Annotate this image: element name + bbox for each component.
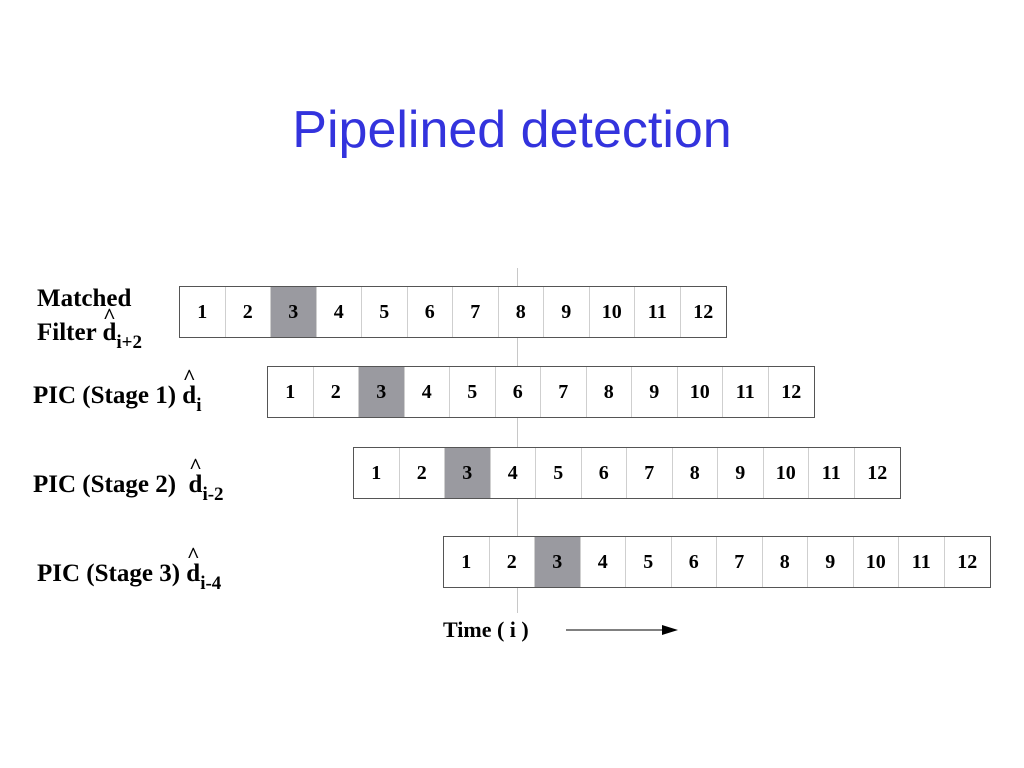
timeline-cell: 1 xyxy=(354,448,400,498)
timeline-cell: 8 xyxy=(587,367,632,417)
timeline-cell: 3 xyxy=(359,367,405,417)
slide-title: Pipelined detection xyxy=(292,101,732,159)
timeline-cell: 10 xyxy=(764,448,809,498)
timeline-cell: 8 xyxy=(499,287,544,337)
timeline-cell: 9 xyxy=(718,448,764,498)
timeline-cell: 2 xyxy=(400,448,445,498)
timeline-cell: 5 xyxy=(536,448,582,498)
timeline-cell: 7 xyxy=(541,367,587,417)
timeline-cell: 6 xyxy=(672,537,717,587)
timeline-cell: 1 xyxy=(268,367,314,417)
timeline-cell: 3 xyxy=(271,287,317,337)
d-hat-symbol: ^d xyxy=(102,303,117,346)
row-label-pic-stage-2: PIC (Stage 2) ^di-2 xyxy=(33,453,224,505)
timeline-cell: 11 xyxy=(723,367,769,417)
timeline-cell: 9 xyxy=(632,367,678,417)
timeline-cell: 5 xyxy=(362,287,408,337)
timeline-cell: 11 xyxy=(809,448,855,498)
timeline-cell: 7 xyxy=(627,448,673,498)
row-label-line2: Filter xyxy=(37,319,103,346)
d-hat-symbol: ^d xyxy=(186,542,201,587)
timeline-cell: 12 xyxy=(957,550,978,573)
row-label-pic-stage-3: PIC (Stage 3) ^di-4 xyxy=(37,542,222,594)
time-axis-label: Time ( i ) xyxy=(443,617,529,642)
timeline-cell: 12 xyxy=(781,380,802,403)
timeline-cell: 6 xyxy=(582,448,627,498)
timeline-cell: 6 xyxy=(496,367,541,417)
timeline-cell: 6 xyxy=(408,287,453,337)
timeline-cell: 12 xyxy=(867,461,888,484)
timeline-cell: 4 xyxy=(317,287,362,337)
time-marker-line xyxy=(517,268,518,613)
timeline-cell: 9 xyxy=(544,287,590,337)
time-arrow-icon xyxy=(566,625,678,635)
timeline-cell: 8 xyxy=(763,537,808,587)
timeline-cell: 4 xyxy=(491,448,536,498)
timeline-cell: 10 xyxy=(590,287,635,337)
timeline-cell: 2 xyxy=(226,287,271,337)
subscript: i xyxy=(196,395,202,416)
timeline-cell: 3 xyxy=(445,448,491,498)
timeline-cell: 2 xyxy=(490,537,535,587)
row-label-line1: Matched xyxy=(37,285,132,312)
timeline-cell: 11 xyxy=(899,537,945,587)
timeline-cell: 4 xyxy=(405,367,450,417)
timeline-cell: 12 xyxy=(693,300,714,323)
timeline-cell: 4 xyxy=(581,537,626,587)
subscript: i-2 xyxy=(202,484,224,505)
timeline-cell: 3 xyxy=(535,537,581,587)
timeline-cell: 1 xyxy=(180,287,226,337)
timeline-cell: 10 xyxy=(678,367,723,417)
row-label-matched-filter: Matched Filter ^di+2 xyxy=(37,282,142,353)
timeline-cell: 5 xyxy=(450,367,496,417)
timeline-cell: 8 xyxy=(673,448,718,498)
d-hat-symbol: ^d xyxy=(182,364,197,409)
timeline-cell: 1 xyxy=(444,537,490,587)
timeline-cell: 11 xyxy=(635,287,681,337)
timeline-cell: 7 xyxy=(717,537,763,587)
timeline-cell: 9 xyxy=(808,537,854,587)
subscript: i+2 xyxy=(116,332,142,353)
d-hat-symbol: ^d xyxy=(188,453,203,498)
subscript: i-4 xyxy=(200,573,222,594)
timeline-cell: 7 xyxy=(453,287,499,337)
timeline-cell: 5 xyxy=(626,537,672,587)
timeline-cell: 2 xyxy=(314,367,359,417)
timeline-cell: 10 xyxy=(854,537,899,587)
row-label-pic-stage-1: PIC (Stage 1) ^di xyxy=(33,364,202,416)
